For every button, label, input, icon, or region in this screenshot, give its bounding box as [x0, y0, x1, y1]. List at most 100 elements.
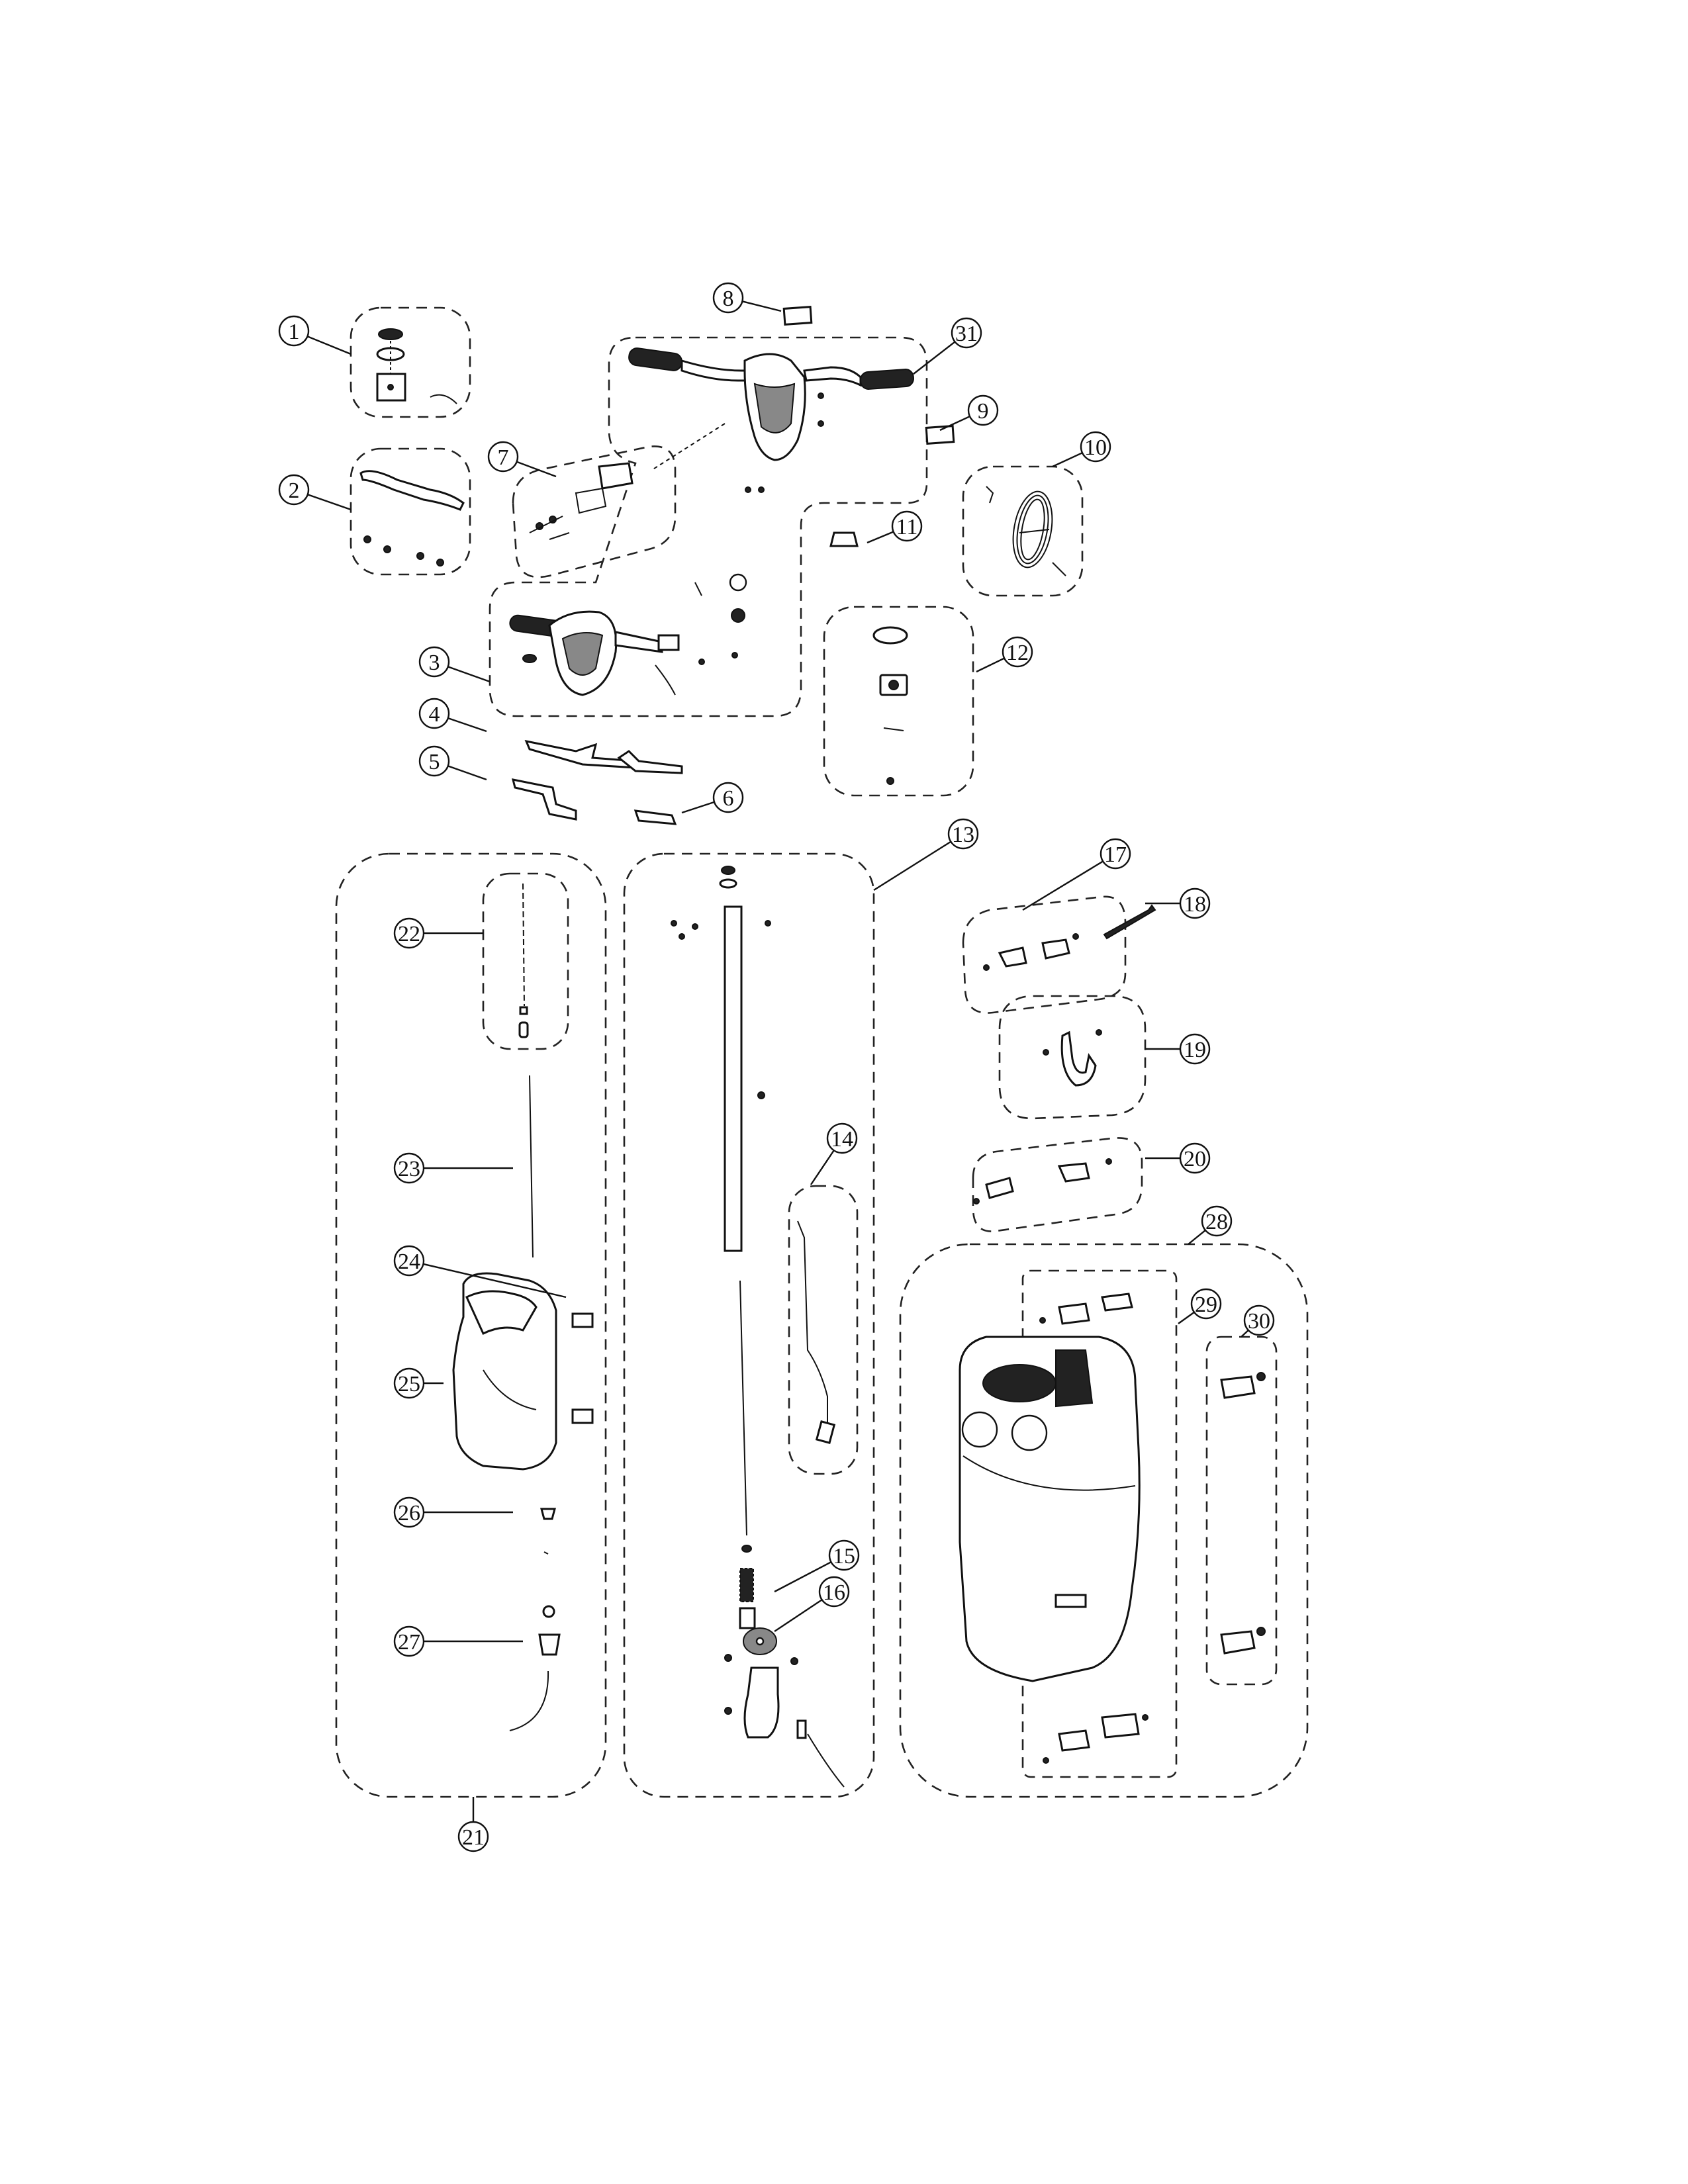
callout-circle — [1201, 1205, 1233, 1237]
part-17-brackets — [983, 933, 1079, 971]
callout-5: 5 — [418, 745, 487, 781]
callout-circle — [828, 1539, 860, 1571]
callout-number: 22 — [398, 922, 420, 946]
callout-30: 30 — [1241, 1304, 1275, 1338]
group-19-outline — [998, 995, 1147, 1120]
callout-leader-line — [447, 666, 491, 683]
callout-6: 6 — [681, 782, 744, 814]
callout-circle — [393, 1245, 425, 1277]
callout-circle — [1179, 887, 1211, 919]
callout-circle — [1100, 838, 1131, 870]
callout-circle — [1243, 1304, 1275, 1336]
callout-number: 19 — [1184, 1038, 1206, 1062]
callout-circle — [1080, 431, 1111, 463]
part-30-tank-clamps — [1220, 1372, 1266, 1655]
callout-number: 2 — [289, 478, 300, 503]
callout-leader-line — [447, 717, 487, 733]
callout-leader-line — [307, 494, 352, 511]
callout-number: 27 — [398, 1630, 420, 1655]
callout-number: 6 — [723, 786, 734, 811]
callout-16: 16 — [774, 1576, 850, 1632]
callout-circle — [278, 315, 310, 347]
callout-19: 19 — [1145, 1033, 1211, 1065]
callout-circle — [1179, 1033, 1211, 1065]
group-12-outline — [823, 606, 974, 797]
callout-number: 8 — [723, 287, 734, 311]
callout-25: 25 — [393, 1367, 444, 1399]
callout-20: 20 — [1145, 1142, 1211, 1174]
part-callouts: 1234567891011121314151617181920212223242… — [278, 282, 1275, 1852]
group-20-outline — [972, 1137, 1143, 1232]
callout-21: 21 — [457, 1797, 489, 1852]
group-29-outline — [1021, 1269, 1178, 1778]
part-26-27-valve-hose — [509, 1508, 561, 1731]
group-13-outline — [623, 852, 875, 1798]
callout-leader-line — [867, 531, 894, 544]
callout-circle — [487, 441, 519, 473]
callout-circle — [393, 1367, 425, 1399]
callout-3: 3 — [418, 646, 491, 683]
callout-number: 25 — [398, 1372, 420, 1396]
callout-number: 11 — [896, 515, 918, 539]
part-20-clip — [973, 1158, 1112, 1205]
callout-circle — [393, 917, 425, 949]
callout-number: 24 — [398, 1250, 420, 1274]
callout-number: 12 — [1006, 641, 1029, 665]
callout-number: 17 — [1104, 842, 1127, 867]
callout-leader-line — [873, 841, 952, 891]
callout-17: 17 — [1022, 838, 1131, 911]
callout-leader-line — [306, 336, 352, 355]
callout-14: 14 — [810, 1122, 858, 1185]
part-7-switch-box — [529, 462, 633, 540]
part-16-clamp — [724, 1654, 845, 1788]
callout-circle — [393, 1625, 425, 1657]
callout-number: 31 — [955, 322, 978, 346]
callout-leader-line — [913, 341, 956, 375]
callout-leader-line — [423, 1263, 567, 1298]
group-21-outline — [335, 852, 607, 1798]
callout-leader-line — [1241, 1330, 1249, 1338]
part-2-handle-bar — [359, 470, 465, 567]
callout-circle — [1190, 1288, 1222, 1320]
callout-18: 18 — [1145, 887, 1211, 919]
callout-circle — [818, 1576, 850, 1608]
callout-leader-line — [1188, 1229, 1206, 1245]
callout-circle — [947, 818, 979, 850]
callout-15: 15 — [774, 1539, 860, 1593]
callout-number: 30 — [1248, 1309, 1270, 1334]
group-17-outline — [962, 895, 1127, 1014]
callout-leader-line — [976, 657, 1005, 673]
callout-leader-line — [1052, 452, 1083, 468]
group-22-outline — [482, 872, 569, 1050]
part-24-25-bag-housing — [452, 1272, 594, 1471]
part-31-handle-grip-assembly — [628, 347, 915, 493]
part-28-solution-tank — [959, 1336, 1141, 1682]
group-10-outline — [962, 465, 1084, 597]
callout-number: 5 — [429, 750, 440, 774]
callout-leader-line — [447, 765, 487, 781]
callout-leader-line — [810, 1150, 835, 1185]
callout-number: 23 — [398, 1157, 420, 1181]
group-31-outline — [489, 336, 928, 717]
callout-11: 11 — [867, 510, 923, 544]
callout-circle — [393, 1152, 425, 1184]
group-1-outline — [350, 306, 471, 418]
callout-23: 23 — [393, 1152, 513, 1184]
callout-1: 1 — [278, 315, 352, 355]
callout-circle — [951, 317, 982, 349]
part-3-handle-grip — [509, 573, 747, 696]
callout-number: 14 — [831, 1127, 853, 1152]
callout-2: 2 — [278, 474, 352, 511]
callout-26: 26 — [393, 1496, 513, 1528]
callout-number: 1 — [289, 320, 300, 344]
part-11-nut — [829, 531, 859, 547]
callout-number: 26 — [398, 1501, 420, 1525]
callout-number: 10 — [1084, 435, 1107, 460]
callout-8: 8 — [712, 282, 782, 314]
callout-24: 24 — [393, 1245, 567, 1298]
group-28-outline — [899, 1243, 1309, 1798]
callout-leader-line — [681, 801, 715, 814]
part-22-chain — [518, 883, 529, 1038]
callout-number: 4 — [429, 702, 440, 727]
